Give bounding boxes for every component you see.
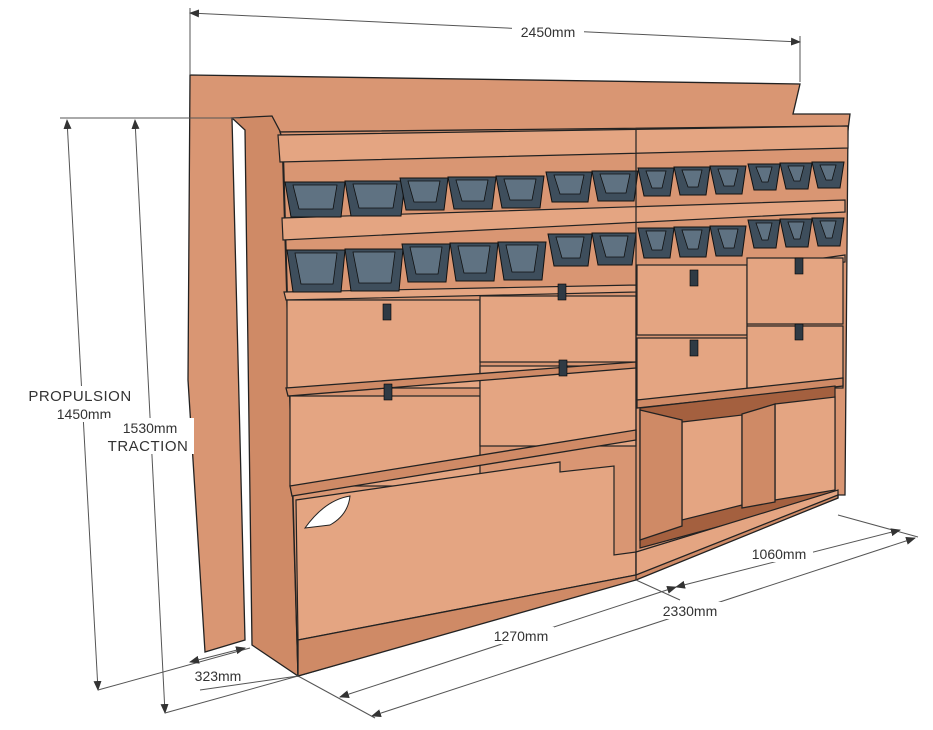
- latch-icon[interactable]: [689, 339, 699, 357]
- latch-icon[interactable]: [383, 383, 393, 401]
- storage-bin: [284, 181, 346, 218]
- storage-bin: [495, 175, 545, 209]
- dim-label-1270: 1270mm: [494, 628, 548, 644]
- top-shelf: [277, 125, 849, 163]
- latch-icon[interactable]: [557, 283, 567, 301]
- dim-label-1450: 1450mm: [57, 406, 111, 422]
- storage-bin: [344, 248, 404, 292]
- traction-label: TRACTION: [108, 438, 189, 455]
- storage-bin: [497, 241, 547, 281]
- storage-bin: [709, 225, 747, 257]
- storage-bin: [637, 167, 675, 197]
- left-drawers: [285, 295, 637, 497]
- storage-bin: [779, 218, 813, 248]
- latch-icon[interactable]: [794, 257, 804, 275]
- storage-bin: [673, 166, 711, 196]
- dim-label-2450: 2450mm: [521, 24, 575, 40]
- storage-bin: [779, 162, 813, 190]
- dimension-bases: 1270mm 2330mm 1060mm: [297, 514, 919, 719]
- storage-bin: [709, 165, 747, 195]
- storage-bin: [545, 171, 593, 203]
- propulsion-label: PROPULSION: [28, 388, 131, 405]
- dim-label-323: 323mm: [195, 668, 242, 684]
- dim-label-1530: 1530mm: [123, 420, 177, 436]
- storage-bin: [401, 243, 451, 283]
- storage-bin: [286, 249, 346, 293]
- drawer[interactable]: [479, 295, 637, 363]
- bin-shelf-1: [281, 199, 846, 241]
- storage-bin: [344, 180, 406, 217]
- hand-cutout: [303, 495, 351, 529]
- storage-bin: [447, 176, 497, 210]
- storage-bin: [811, 161, 845, 189]
- latch-icon[interactable]: [689, 269, 699, 287]
- drawer-shelf: [636, 377, 844, 409]
- storage-bin: [747, 219, 781, 249]
- storage-bin: [449, 242, 499, 282]
- drawer[interactable]: [479, 365, 637, 447]
- dimension-height-traction: 1530mm TRACTION: [104, 117, 299, 714]
- dimension-overall-width: 2450mm: [189, 8, 801, 82]
- dim-label-1060: 1060mm: [752, 546, 806, 562]
- storage-bin: [637, 227, 675, 259]
- bin-group: [284, 161, 845, 293]
- dimension-height-propulsion: PROPULSION 1450mm: [20, 117, 251, 691]
- latch-group: [382, 257, 804, 401]
- storage-bin: [673, 226, 711, 258]
- storage-bin: [399, 177, 449, 211]
- latch-icon[interactable]: [794, 323, 804, 341]
- storage-bin: [747, 163, 781, 191]
- storage-bin: [591, 170, 639, 202]
- latch-icon[interactable]: [382, 303, 392, 321]
- storage-bin: [591, 232, 637, 266]
- right-drawers: [636, 257, 844, 409]
- storage-bin: [811, 217, 845, 247]
- dim-label-2330: 2330mm: [663, 603, 717, 619]
- dimension-depth: 323mm: [189, 646, 299, 691]
- storage-bin: [547, 233, 593, 267]
- latch-icon[interactable]: [558, 359, 568, 377]
